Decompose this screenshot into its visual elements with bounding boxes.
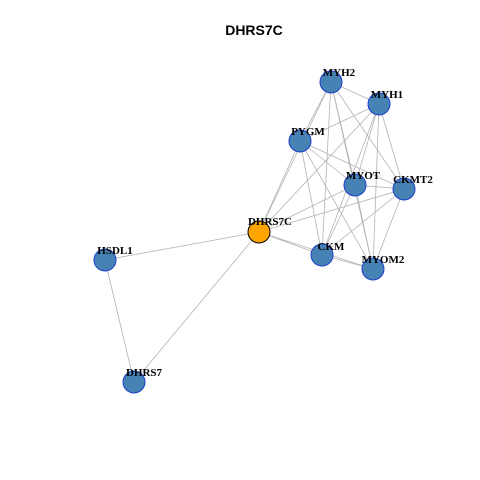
node-label-dhrs7c: DHRS7C bbox=[248, 216, 292, 228]
node-label-pygm: PYGM bbox=[291, 126, 325, 138]
node-hsdl1[interactable] bbox=[93, 248, 117, 272]
node-ckm[interactable] bbox=[310, 243, 334, 267]
node-label-myh2: MYH2 bbox=[323, 67, 356, 79]
edge-myot-myom2 bbox=[354, 184, 374, 270]
edge-myh1-pygm bbox=[299, 103, 380, 142]
edge-myot-ckm bbox=[321, 184, 356, 256]
node-myh1[interactable] bbox=[367, 92, 391, 116]
node-myot[interactable] bbox=[343, 173, 367, 197]
node-label-hsdl1: HSDL1 bbox=[97, 245, 132, 257]
node-dhrs7[interactable] bbox=[122, 370, 146, 394]
node-ckmt2[interactable] bbox=[392, 177, 416, 201]
node-dhrs7c[interactable] bbox=[247, 220, 271, 244]
nodes-layer bbox=[93, 70, 416, 394]
edge-pygm-dhrs7c bbox=[258, 140, 301, 233]
edge-pygm-ckm bbox=[299, 140, 323, 256]
edge-myh2-dhrs7c bbox=[258, 81, 332, 233]
node-myh2[interactable] bbox=[319, 70, 343, 94]
node-label-myh1: MYH1 bbox=[371, 89, 403, 101]
edge-pygm-myot bbox=[299, 140, 356, 186]
edge-dhrs7c-hsdl1 bbox=[104, 231, 260, 261]
graph-title: DHRS7C bbox=[225, 22, 283, 38]
edge-pygm-ckmt2 bbox=[299, 140, 405, 190]
edge-myh1-myot bbox=[354, 103, 380, 186]
edge-myh2-ckm bbox=[321, 81, 332, 256]
node-label-myom2: MYOM2 bbox=[362, 254, 405, 266]
node-label-ckm: CKM bbox=[318, 241, 346, 253]
edge-ckmt2-myom2 bbox=[372, 188, 405, 270]
node-pygm[interactable] bbox=[288, 129, 312, 153]
node-label-myot: MYOT bbox=[346, 170, 381, 182]
edge-pygm-myom2 bbox=[299, 140, 374, 270]
edges-layer bbox=[104, 81, 405, 383]
edge-myot-dhrs7c bbox=[258, 184, 356, 233]
node-myom2[interactable] bbox=[361, 257, 385, 281]
edge-ckmt2-dhrs7c bbox=[258, 188, 405, 233]
node-label-ckmt2: CKMT2 bbox=[393, 174, 433, 186]
edge-dhrs7c-dhrs7 bbox=[133, 231, 260, 383]
edge-myh1-ckmt2 bbox=[378, 103, 405, 190]
edge-ckmt2-ckm bbox=[321, 188, 405, 256]
edge-myh1-dhrs7c bbox=[258, 103, 380, 233]
edge-hsdl1-dhrs7 bbox=[104, 259, 135, 383]
node-label-dhrs7: DHRS7 bbox=[126, 367, 163, 379]
